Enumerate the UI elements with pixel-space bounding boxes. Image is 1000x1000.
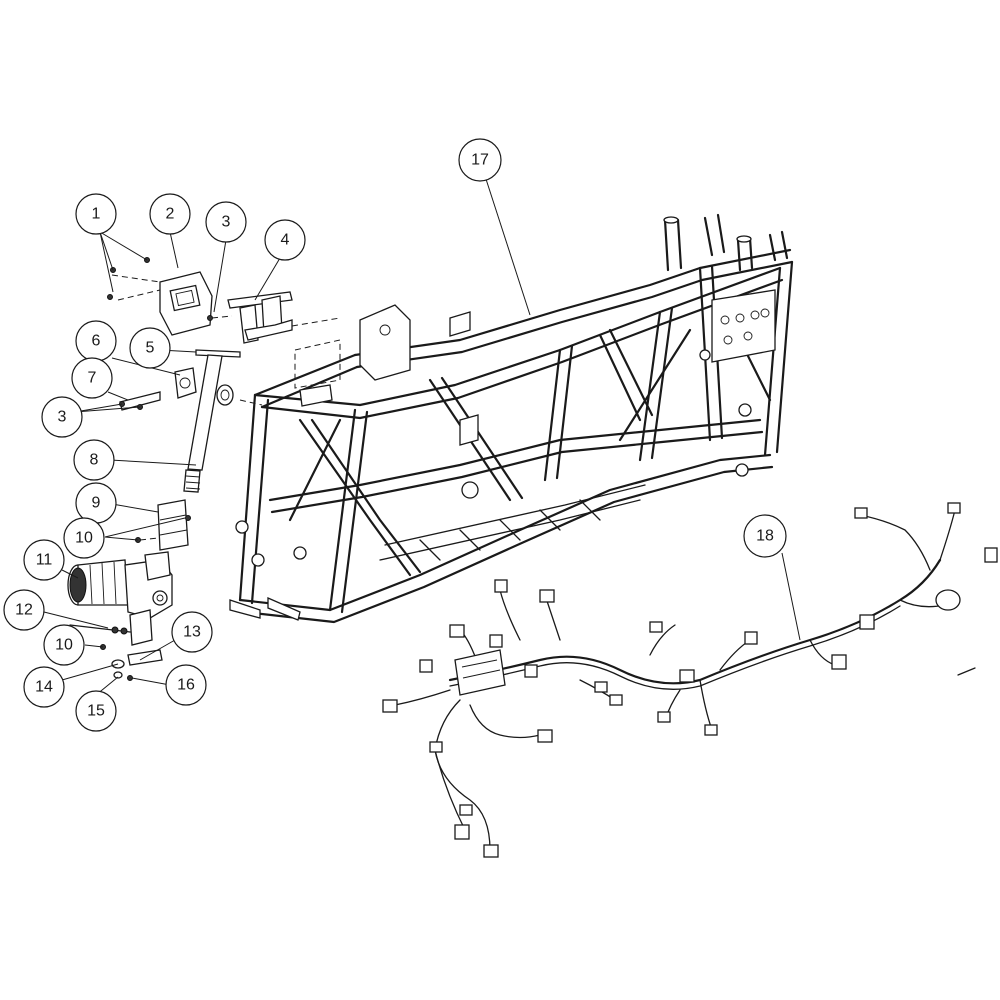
control-module[interactable] — [111, 271, 213, 336]
callout-label: 11 — [36, 552, 53, 569]
callout-label: 9 — [92, 495, 101, 512]
callout-label: 14 — [35, 679, 53, 696]
callout-4: 4 — [264, 219, 306, 261]
callout-6: 6 — [75, 320, 117, 362]
callout-16: 16 — [165, 664, 207, 706]
callout-label: 13 — [183, 624, 201, 641]
callout-label: 18 — [756, 528, 774, 545]
frame[interactable] — [229, 213, 794, 624]
callout-label: 12 — [15, 602, 33, 619]
callout-label: 10 — [75, 530, 93, 547]
shaft-clamp[interactable] — [119, 367, 197, 411]
callout-15: 15 — [75, 690, 117, 732]
callout-5: 5 — [129, 327, 171, 369]
callout-label: 4 — [281, 232, 290, 249]
callout-label: 15 — [87, 703, 105, 720]
callout-10b: 10 — [43, 624, 85, 666]
power-steering-motor[interactable] — [67, 551, 173, 619]
shaft-bushing[interactable] — [216, 384, 234, 406]
wiring-harness[interactable] — [382, 502, 998, 858]
callout-label: 10 — [55, 637, 73, 654]
callout-label: 2 — [166, 206, 175, 223]
callout-2: 2 — [149, 193, 191, 235]
callout-label: 16 — [177, 677, 195, 694]
callout-label: 8 — [90, 452, 99, 469]
callout-3b: 3 — [41, 396, 83, 438]
small-hardware[interactable] — [100, 644, 133, 681]
mount-bracket[interactable] — [207, 291, 341, 344]
callout-17: 17 — [458, 138, 502, 182]
callout-label: 3 — [222, 214, 231, 231]
callout-9: 9 — [75, 482, 117, 524]
callout-14: 14 — [23, 666, 65, 708]
callout-label: 6 — [92, 333, 101, 350]
steering-coupler[interactable] — [135, 499, 191, 551]
callout-3: 3 — [205, 201, 247, 243]
callout-18: 18 — [743, 514, 787, 558]
long-bolt[interactable] — [69, 624, 131, 635]
callout-label: 1 — [92, 206, 101, 223]
callout-12: 12 — [3, 589, 45, 631]
callout-label: 5 — [146, 340, 155, 357]
callout-8: 8 — [73, 439, 115, 481]
callout-10: 10 — [63, 517, 105, 559]
callout-1: 1 — [75, 193, 117, 235]
callout-label: 17 — [471, 152, 489, 169]
callout-13: 13 — [171, 611, 213, 653]
callout-11: 11 — [23, 539, 65, 581]
callout-label: 7 — [88, 370, 97, 387]
callout-7: 7 — [71, 357, 113, 399]
screw-set-1[interactable] — [107, 257, 150, 300]
steering-shaft[interactable] — [183, 349, 263, 493]
leader-lines — [39, 175, 801, 696]
callout-label: 3 — [58, 409, 67, 426]
